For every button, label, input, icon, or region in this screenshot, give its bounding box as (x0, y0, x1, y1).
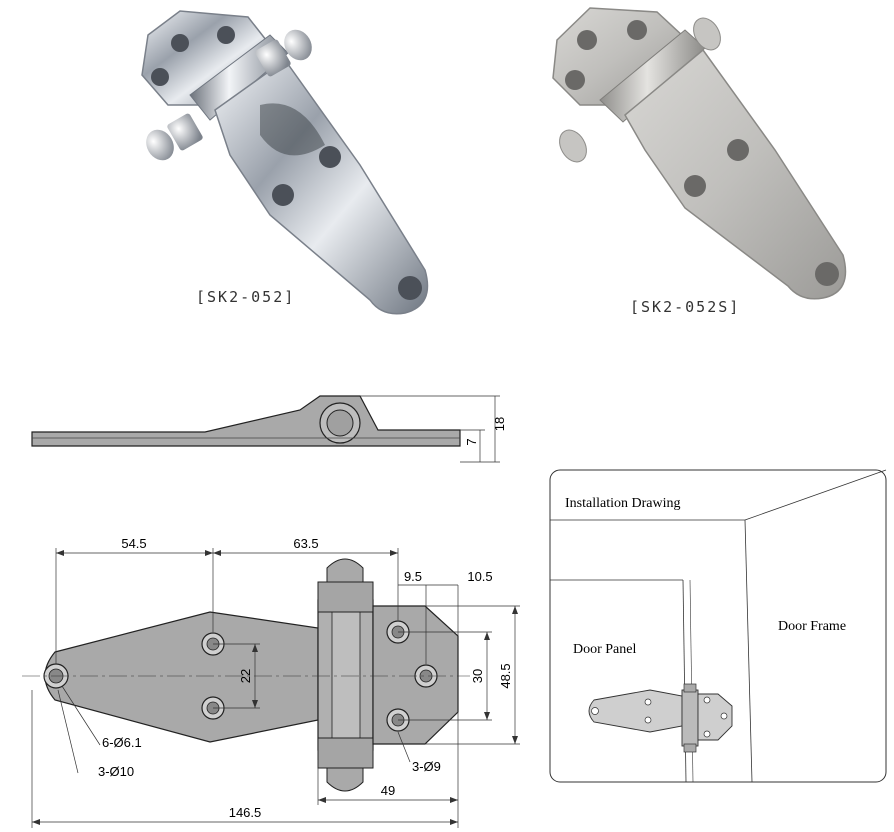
installation-title: Installation Drawing (565, 496, 680, 511)
hole-icon (398, 276, 422, 300)
hole-icon (171, 34, 189, 52)
hole-icon (272, 184, 294, 206)
callout-holes-leaf: 3-Ø9 (412, 759, 441, 774)
callout-holes-small: 6-Ø6.1 (102, 735, 142, 750)
hole-icon (815, 262, 839, 286)
dim-hole1-hole2: 54.5 (121, 536, 146, 551)
hole-icon (151, 68, 169, 86)
hole-icon (217, 26, 235, 44)
product-label-chrome: [SK2-052] (196, 288, 296, 306)
dim-plate-thickness: 7 (464, 438, 479, 445)
dim-leaf-offset-a: 9.5 (404, 569, 422, 584)
dim-short-leaf-width: 49 (381, 783, 395, 798)
product-label-stainless: [SK2-052S] (630, 298, 741, 316)
dim-leaf-height: 48.5 (498, 663, 513, 688)
dim-leaf-offset-b: 10.5 (467, 569, 492, 584)
installation-drawing: Installation Drawing Door Panel Door Fra… (549, 469, 887, 783)
label-door-panel: Door Panel (573, 642, 636, 657)
hole-icon (684, 175, 706, 197)
dim-hole-spacing-small: 22 (238, 669, 253, 683)
dim-total-height: 18 (492, 417, 507, 431)
hole-icon (319, 146, 341, 168)
hole-icon (627, 20, 647, 40)
dim-overall-length: 146.5 (229, 805, 262, 820)
label-door-frame: Door Frame (778, 619, 846, 634)
dim-hole-spacing-mid: 30 (470, 669, 485, 683)
technical-drawing: 18 7 (22, 395, 887, 828)
hole-icon (577, 30, 597, 50)
callout-holes-end: 3-Ø10 (98, 764, 134, 779)
hole-icon (565, 70, 585, 90)
product-photo-stainless (552, 7, 847, 300)
side-view: 18 7 (31, 395, 507, 463)
product-photo-chrome (141, 10, 429, 315)
dim-hole2-hole3: 63.5 (293, 536, 318, 551)
hole-icon (727, 139, 749, 161)
top-view: 54.5 63.5 9.5 10.5 22 30 48.5 49 146.5 6… (22, 536, 520, 828)
